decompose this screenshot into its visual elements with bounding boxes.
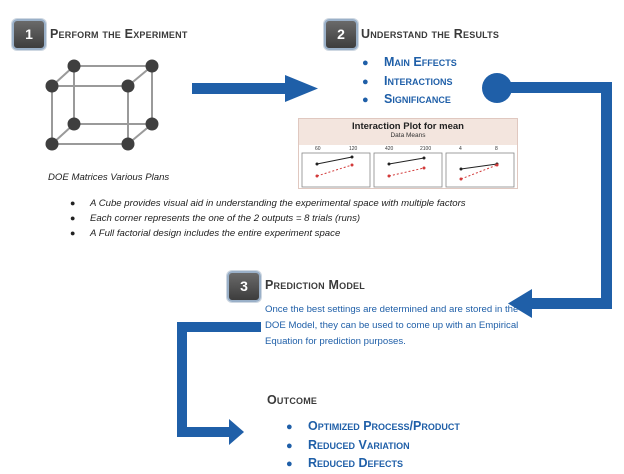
results-item: ●Interactions	[362, 73, 453, 88]
cube-corner	[45, 137, 59, 151]
step-2-badge: 2	[324, 19, 358, 50]
connector-top	[497, 82, 612, 93]
prediction-description: Once the best settings are determined an…	[265, 304, 519, 347]
outcome-item: ●Optimized Process/Product	[286, 419, 460, 433]
step-1-title: Perform the Experiment	[50, 27, 188, 41]
step-3-title: Prediction Model	[265, 278, 365, 292]
interaction-plot: Interaction Plot for mean Data Means 60 …	[298, 118, 518, 189]
results-list: ●Main Effects ●Interactions ●Significanc…	[362, 54, 457, 110]
arrow-2-head	[508, 289, 532, 318]
outcome-item: ●Reduced Variation	[286, 437, 410, 452]
interaction-plot-title: Interaction Plot for mean	[352, 121, 464, 132]
plot-tick-label: 60	[315, 146, 321, 152]
arrow-1-head	[285, 75, 318, 102]
connector-right	[601, 82, 612, 309]
arrow-1-shaft	[192, 83, 287, 94]
cube-corner	[67, 59, 81, 73]
arrow-3-head	[229, 419, 244, 445]
cube-corner	[121, 137, 135, 151]
cube-corner	[121, 79, 135, 93]
interaction-plot-header	[299, 119, 517, 145]
plot-tick-label: 120	[349, 146, 358, 152]
cube-corner	[145, 117, 159, 131]
cube-corner	[45, 79, 59, 93]
connector-left-top	[177, 322, 261, 332]
outcome-list: ●Optimized Process/Product ●Reduced Vari…	[286, 418, 460, 474]
connector-left-bottom	[177, 427, 231, 437]
note-item: ●A Cube provides visual aid in understan…	[70, 198, 466, 209]
connector-left	[177, 322, 187, 437]
cube-notes: ●A Cube provides visual aid in understan…	[70, 196, 466, 241]
connector-bottom	[530, 298, 612, 309]
step-3-badge: 3	[227, 271, 261, 302]
cube-diagram	[45, 59, 159, 151]
cube-caption: DOE Matrices Various Plans	[48, 172, 170, 183]
outcome-item: ●Reduced Defects	[286, 456, 404, 470]
outcome-title: Outcome	[267, 393, 318, 407]
plot-tick-label: 4	[459, 146, 462, 152]
results-item: ●Main Effects	[362, 55, 457, 69]
interaction-plot-subtitle: Data Means	[390, 132, 426, 139]
results-item: ●Significance	[362, 92, 451, 106]
note-item: ●Each corner represents the one of the 2…	[70, 213, 361, 224]
step-2-title: Understand the Results	[361, 27, 500, 41]
plot-tick-label: 2100	[420, 146, 432, 152]
note-item: ●A Full factorial design includes the en…	[70, 228, 341, 239]
plot-tick-label: 420	[385, 146, 394, 152]
cube-corner	[67, 117, 81, 131]
step-1-badge: 1	[12, 19, 46, 50]
cube-corner	[145, 59, 159, 73]
interaction-plot-panels	[301, 152, 515, 188]
plot-tick-label: 8	[495, 146, 498, 152]
